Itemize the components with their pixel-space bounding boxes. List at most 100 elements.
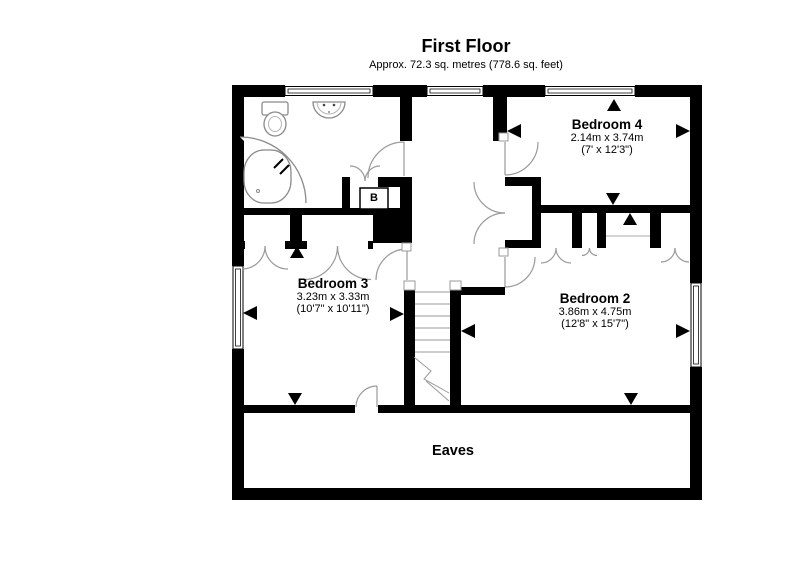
- outer-walls: [232, 85, 702, 500]
- stair-newel: [403, 280, 416, 291]
- bath-tap-mark: [273, 158, 284, 169]
- measure-arrow-down: [606, 193, 620, 205]
- sink-drain: [328, 111, 330, 113]
- wall-segment: [635, 85, 702, 97]
- stair-newel: [449, 280, 462, 291]
- door-jamb-stub: [368, 241, 373, 249]
- boiler-label: B: [370, 192, 378, 204]
- doors: [241, 141, 690, 408]
- window-pane: [429, 88, 481, 94]
- wall-segment: [400, 97, 412, 141]
- stair-break-line: [425, 380, 450, 402]
- wall-segment: [597, 213, 606, 248]
- room-dims-metric: 3.23m x 3.33m: [296, 291, 370, 304]
- toilet-bowl-inner: [268, 116, 282, 132]
- closet-door-arc: [555, 247, 572, 264]
- wardrobe-door-arc: [241, 245, 266, 270]
- wall-segment: [378, 405, 702, 413]
- wardrobe-door-arc: [264, 245, 289, 270]
- measurement-arrows: [243, 99, 690, 405]
- page-subtitle: Approx. 72.3 sq. metres (778.6 sq. feet): [369, 59, 563, 71]
- wall-segment: [483, 85, 545, 97]
- room-dims-metric: 3.86m x 4.75m: [558, 306, 632, 319]
- room-label-eaves: Eaves: [432, 443, 474, 459]
- wall-segment: [505, 177, 540, 186]
- wall-segment: [342, 177, 350, 210]
- door-jamb-stub: [302, 241, 307, 249]
- wall-segment: [404, 282, 415, 405]
- closet-door-arc: [473, 212, 506, 245]
- window-pane: [547, 88, 633, 94]
- door-arc: [504, 141, 539, 176]
- wall-segment: [232, 85, 285, 97]
- wall-segment: [455, 287, 505, 295]
- boiler-box: [359, 187, 389, 210]
- measure-arrow-left: [461, 324, 475, 338]
- wardrobe-door-arc: [303, 245, 339, 281]
- wall-segment: [505, 240, 540, 248]
- wall-segment: [450, 287, 461, 405]
- room-label-bedroom2: Bedroom 2 3.86m x 4.75m (12'8" x 15'7"): [495, 291, 695, 331]
- door-jamb-stub: [285, 241, 290, 249]
- room-label-bedroom4: Bedroom 4 2.14m x 3.74m (7' x 12'3"): [507, 117, 707, 157]
- wall-segment: [690, 367, 702, 500]
- measure-arrow-up: [623, 213, 637, 225]
- door-arc: [367, 141, 405, 179]
- room-name: Bedroom 2: [559, 291, 631, 306]
- wardrobe-door-arc: [336, 245, 372, 281]
- page-title: First Floor: [421, 36, 511, 56]
- wall-segment: [290, 208, 302, 249]
- measure-arrow-up: [290, 246, 304, 258]
- wall-segment: [493, 97, 507, 141]
- closet-door-arc: [588, 247, 598, 257]
- bath-tap-mark: [279, 164, 290, 175]
- measure-arrow-right: [676, 124, 690, 138]
- windows: [232, 86, 702, 368]
- closet-door-arc: [581, 247, 591, 257]
- room-label-bedroom3: Bedroom 3 3.23m x 3.33m (10'7" x 10'11"): [233, 276, 433, 316]
- door-arc: [504, 256, 536, 288]
- measure-arrow-right: [390, 307, 404, 321]
- toilet-bowl: [263, 111, 287, 137]
- measure-arrow-left: [243, 306, 257, 320]
- sink-tap: [332, 103, 336, 107]
- measure-arrow-down: [288, 393, 302, 405]
- plan-title-block: First Floor Approx. 72.3 sq. metres (778…: [266, 36, 666, 71]
- wall-segment: [572, 213, 582, 248]
- room-dims-imperial: (12'8" x 15'7"): [561, 318, 629, 331]
- wall-segment: [373, 85, 427, 97]
- wall-segment: [650, 205, 661, 248]
- window-pane: [693, 285, 699, 365]
- inner-walls: [232, 97, 702, 413]
- closet-door-arc: [674, 247, 690, 263]
- room-dims-metric: 2.14m x 3.74m: [570, 132, 644, 145]
- measure-arrow-up: [607, 99, 621, 111]
- sink-tap: [322, 103, 326, 107]
- wall-segment: [232, 349, 244, 500]
- room-name: Bedroom 3: [297, 276, 369, 291]
- sink-inner: [316, 101, 342, 115]
- wall-segment: [232, 208, 412, 215]
- wall-segment: [690, 85, 702, 283]
- staircase: [401, 132, 509, 402]
- door-arc: [355, 385, 378, 408]
- measure-arrow-left: [507, 124, 521, 138]
- door-jamb: [498, 247, 509, 257]
- stair-break-line: [413, 356, 450, 394]
- room-dims-imperial: (7' x 12'3"): [581, 144, 633, 157]
- window-pane: [235, 268, 241, 347]
- measure-arrow-down: [624, 393, 638, 405]
- measure-arrow-right: [676, 324, 690, 338]
- bathtub: [243, 149, 292, 204]
- wall-segment: [400, 177, 412, 210]
- wall-segment: [535, 205, 702, 213]
- wall-segment: [232, 488, 702, 500]
- room-name: Bedroom 4: [571, 117, 643, 132]
- wall-segment: [373, 208, 412, 243]
- door-jamb: [401, 242, 412, 252]
- door-jamb-stub: [240, 241, 245, 249]
- door-jamb: [498, 132, 509, 142]
- room-dims-imperial: (10'7" x 10'11"): [296, 303, 370, 316]
